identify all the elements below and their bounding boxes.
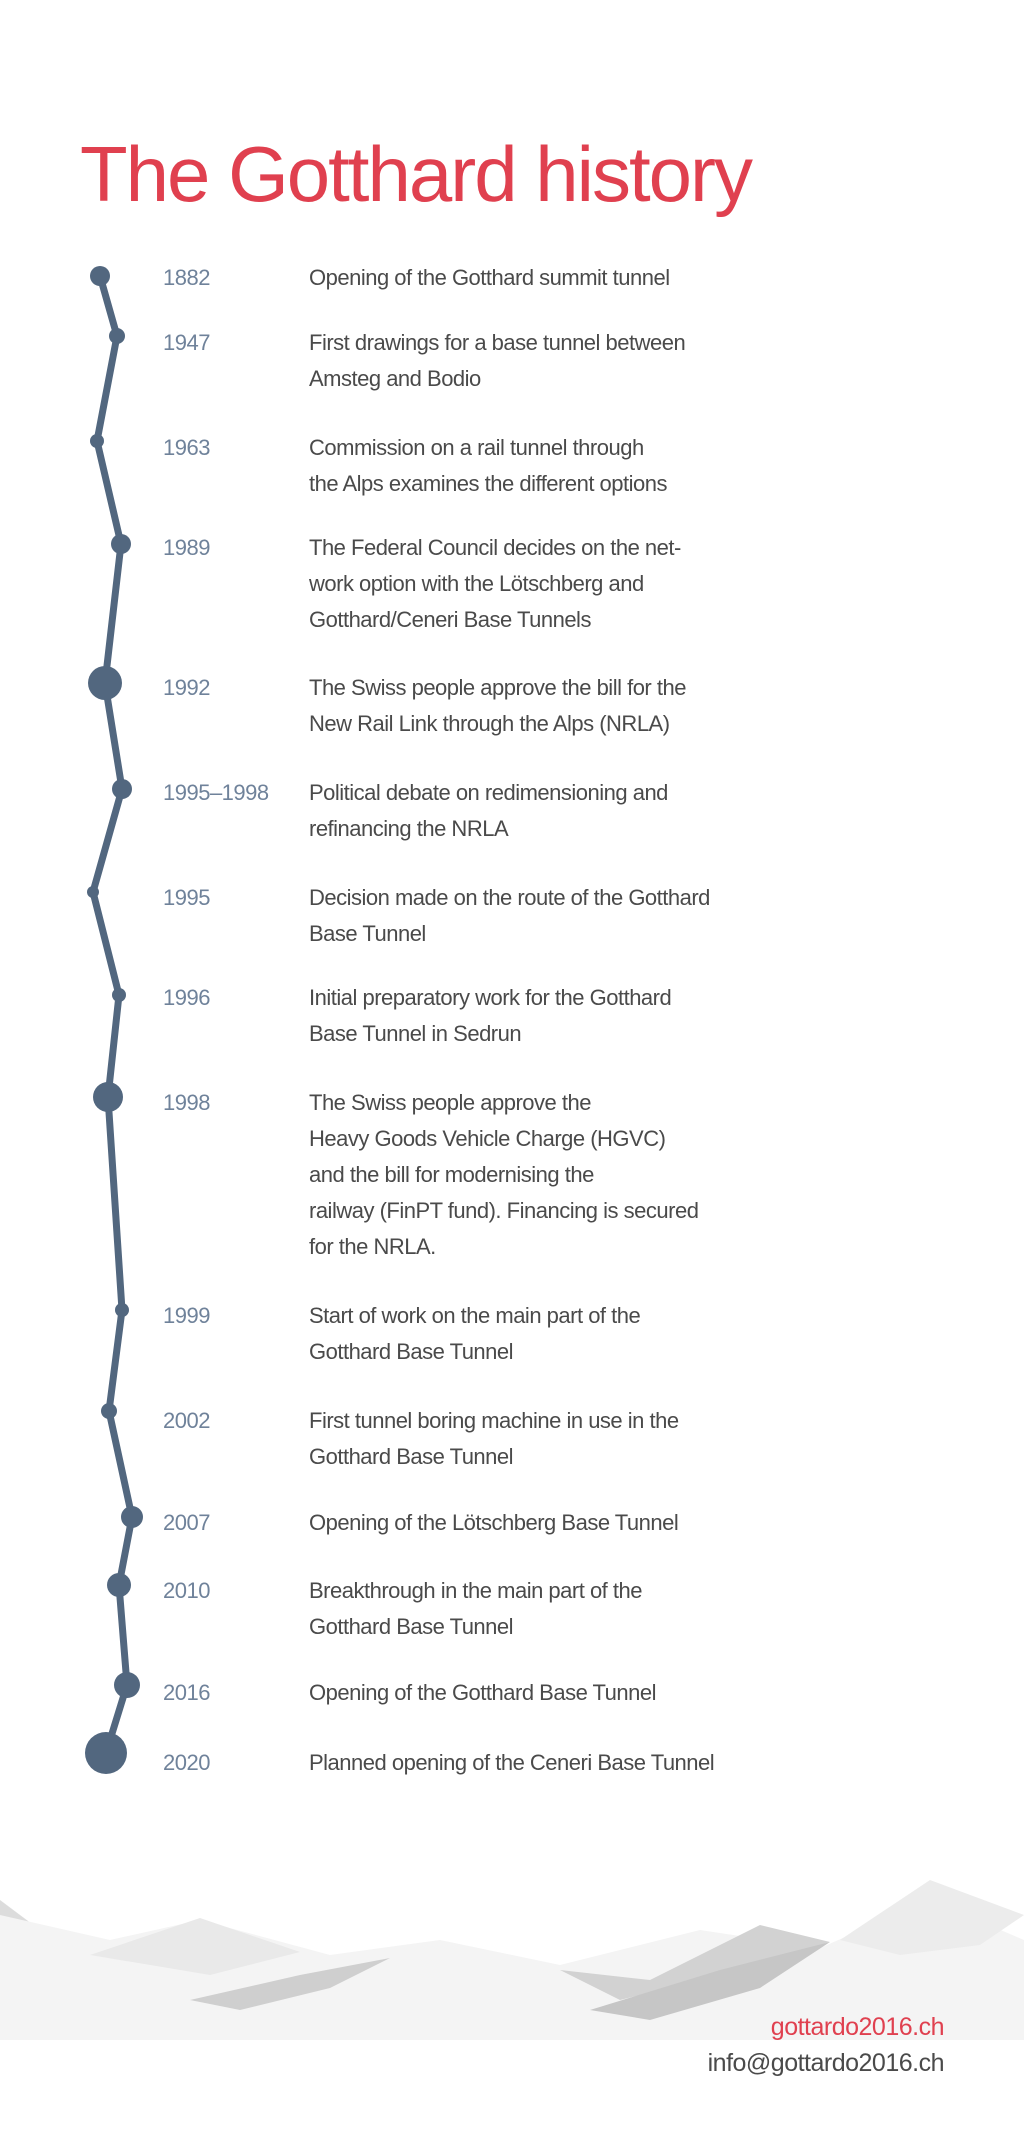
- event-description: Initial preparatory work for the Gotthar…: [309, 985, 672, 1046]
- event-year: 1947: [163, 330, 210, 355]
- event-year: 2020: [163, 1750, 210, 1775]
- timeline-line: [85, 266, 143, 1774]
- event-description: Decision made on the route of the Gottha…: [309, 885, 710, 946]
- timeline-dot: [107, 1573, 131, 1597]
- page-title: The Gotthard history: [80, 130, 753, 218]
- event-year: 1999: [163, 1303, 210, 1328]
- event-description: Commission on a rail tunnel through the …: [309, 435, 668, 496]
- timeline-dot: [112, 779, 132, 799]
- event-year: 1995–1998: [163, 780, 269, 805]
- event-description: The Swiss people approve the bill for th…: [309, 675, 686, 736]
- event-year: 2007: [163, 1510, 210, 1535]
- event-year: 1882: [163, 265, 210, 290]
- timeline-dot: [90, 434, 104, 448]
- timeline-dot: [85, 1732, 127, 1774]
- event-year: 1995: [163, 885, 210, 910]
- event-description: Start of work on the main part of the Go…: [309, 1303, 641, 1364]
- timeline-dot: [93, 1082, 123, 1112]
- timeline-dot: [121, 1506, 143, 1528]
- timeline-dot: [111, 534, 131, 554]
- event-year: 2002: [163, 1408, 210, 1433]
- event-description: First drawings for a base tunnel between…: [309, 330, 686, 391]
- event-description: The Swiss people approve the Heavy Goods…: [309, 1090, 699, 1259]
- event-year: 2010: [163, 1578, 210, 1603]
- event-year: 1998: [163, 1090, 210, 1115]
- website-link[interactable]: gottardo2016.ch: [770, 2013, 945, 2041]
- event-description: Opening of the Lötschberg Base Tunnel: [309, 1510, 679, 1535]
- event-year: 1996: [163, 985, 210, 1010]
- email-link[interactable]: info@gottardo2016.ch: [707, 2049, 945, 2077]
- event-description: Political debate on redimensioning and r…: [309, 780, 668, 841]
- timeline-dot: [90, 266, 110, 286]
- event-description: Opening of the Gotthard Base Tunnel: [309, 1680, 656, 1705]
- timeline-dot: [88, 666, 122, 700]
- timeline-dot: [87, 886, 99, 898]
- event-year: 1989: [163, 535, 210, 560]
- timeline-dot: [114, 1672, 140, 1698]
- event-year: 1963: [163, 435, 210, 460]
- event-description: The Federal Council decides on the net- …: [309, 535, 681, 632]
- event-year: 2016: [163, 1680, 210, 1705]
- timeline-dot: [109, 328, 125, 344]
- mountains-graphic: [0, 1880, 1024, 2040]
- timeline-dot: [112, 988, 126, 1002]
- timeline-dot: [101, 1403, 117, 1419]
- event-description: First tunnel boring machine in use in th…: [309, 1408, 679, 1469]
- timeline-dot: [115, 1303, 129, 1317]
- event-year: 1992: [163, 675, 210, 700]
- event-description: Opening of the Gotthard summit tunnel: [309, 265, 670, 290]
- event-description: Planned opening of the Ceneri Base Tunne…: [309, 1750, 715, 1775]
- event-description: Breakthrough in the main part of the Got…: [309, 1578, 643, 1639]
